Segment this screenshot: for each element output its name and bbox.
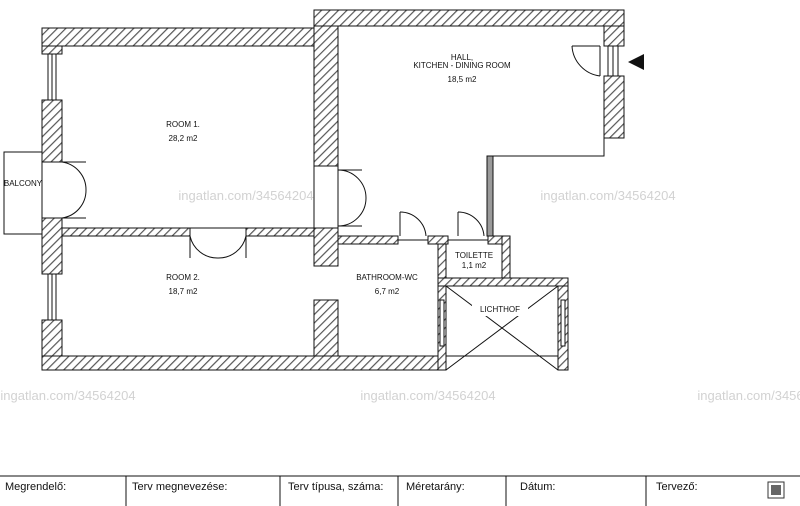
watermark-3: ingatlan.com/34564204: [0, 388, 135, 403]
toilette-area: 1,1 m2: [462, 261, 487, 270]
room2-label: ROOM 2.: [166, 273, 200, 282]
door-entrance: [571, 45, 601, 77]
room1-label: ROOM 1.: [166, 120, 200, 129]
hall-lower-boundary: [489, 138, 605, 236]
watermark-4: ingatlan.com/34564204: [360, 388, 495, 403]
room-labels: HALL, KITCHEN - DINING ROOM 18,5 m2 ROOM…: [166, 53, 511, 296]
watermarks: ingatlan.com/34564204 ingatlan.com/34564…: [0, 188, 800, 403]
door-room1-hall: [313, 166, 367, 228]
tb-plan-name: Terv megnevezése:: [132, 481, 227, 493]
window-lichthof-right: [560, 299, 566, 347]
room2-area: 18,7 m2: [169, 287, 198, 296]
wall-toilette-right: [501, 235, 511, 279]
door-toilette: [448, 211, 488, 241]
balcony-outline: [3, 151, 43, 235]
tb-designer: Tervező:: [656, 481, 698, 493]
window-lichthof-left: [439, 299, 445, 347]
hall-column: [486, 155, 494, 237]
doors: [42, 45, 601, 259]
watermark-1: ingatlan.com/34564204: [178, 188, 313, 203]
wall-hall-right-upper: [603, 25, 625, 47]
tb-date: Dátum:: [520, 481, 555, 493]
wall-room1-room2-a: [61, 227, 191, 237]
lichthof: LICHTHOF: [445, 285, 559, 371]
thin-walls: [337, 138, 605, 237]
tb-scale: Méretarány:: [406, 481, 465, 493]
wall-top-hall: [313, 9, 625, 27]
wall-bottom: [41, 355, 445, 371]
wall-partition-mid: [313, 227, 339, 267]
wall-bath-top-b: [427, 235, 449, 245]
door-balcony: [42, 161, 87, 219]
tb-client: Megrendelő:: [5, 481, 66, 493]
hall-label-line2: KITCHEN - DINING ROOM: [413, 61, 511, 70]
wall-lichthof-top: [437, 277, 569, 287]
watermark-2: ingatlan.com/34564204: [540, 188, 675, 203]
wall-hall-right-lower: [603, 75, 625, 139]
wall-partition-lower: [313, 299, 339, 357]
door-bathroom: [398, 211, 428, 241]
lichthof-cross-2: [445, 285, 559, 371]
lichthof-label: LICHTHOF: [480, 305, 520, 314]
toilette-label: TOILETTE: [455, 251, 493, 260]
room1-area: 28,2 m2: [169, 134, 198, 143]
stamp-logo-icon: [767, 481, 785, 499]
lichthof-label-bg: [472, 302, 528, 316]
balcony-label: BALCONY: [4, 179, 43, 188]
tb-plan-type: Terv típusa, száma:: [288, 481, 383, 493]
wall-left-c: [41, 217, 63, 275]
windows: [47, 45, 619, 347]
hall-label-line1: HALL,: [451, 53, 473, 62]
wall-partition-upper: [313, 25, 339, 167]
entrance-arrow-icon: [628, 54, 644, 70]
walls: [41, 9, 625, 371]
title-block: Megrendelő: Terv megnevezése: Terv típus…: [0, 475, 800, 506]
wall-left-a: [41, 45, 63, 55]
balcony: BALCONY: [3, 151, 43, 235]
door-room2: [189, 227, 247, 259]
hall-area: 18,5 m2: [448, 75, 477, 84]
wall-left-b: [41, 99, 63, 163]
watermark-5: ingatlan.com/34564204: [697, 388, 800, 403]
wall-top-left: [41, 27, 315, 47]
wall-room1-room2-b: [245, 227, 315, 237]
wall-bath-top-a: [337, 235, 399, 245]
bathroom-label: BATHROOM-WC: [356, 273, 418, 282]
lichthof-outline: [445, 285, 559, 357]
bathroom-area: 6,7 m2: [375, 287, 400, 296]
